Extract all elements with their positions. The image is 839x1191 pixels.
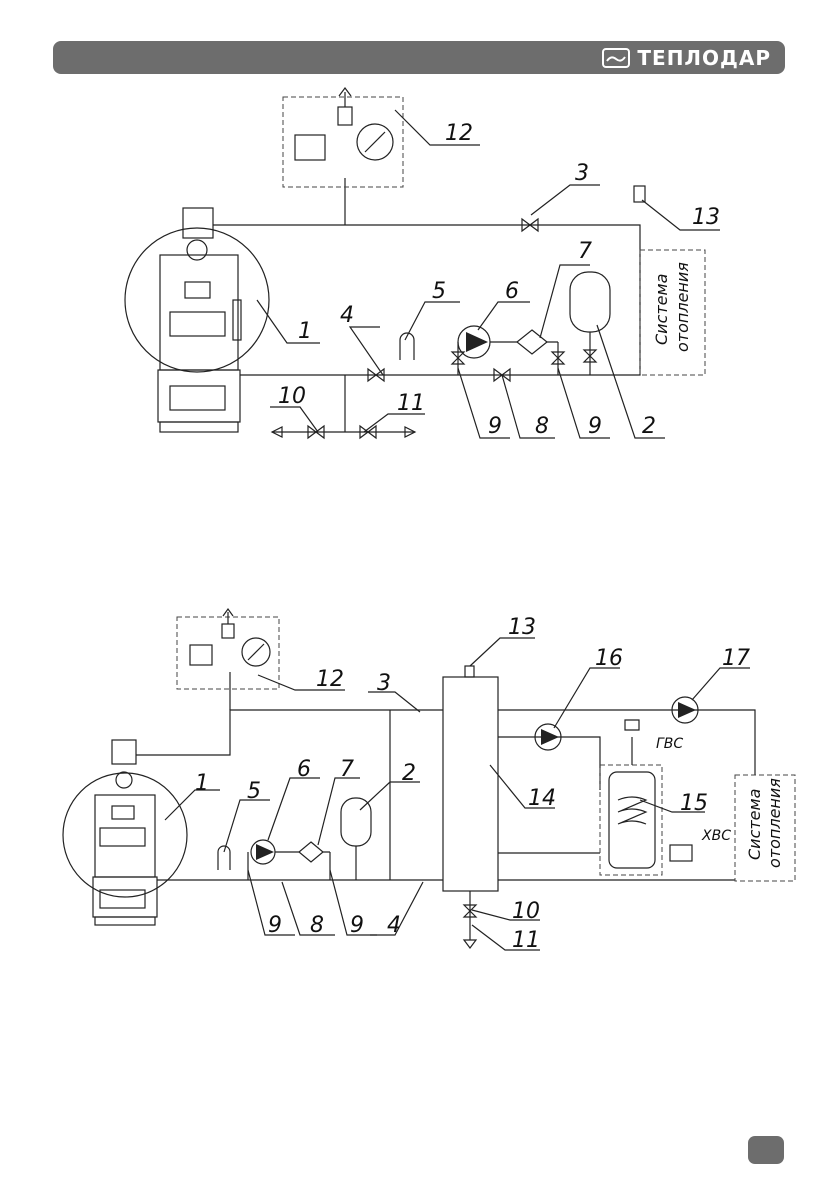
label2-14: 14	[528, 786, 556, 811]
boiler-1	[124, 207, 270, 433]
label2-11: 11	[512, 928, 540, 953]
label-7: 7	[578, 239, 592, 264]
label2-1: 1	[195, 771, 209, 796]
label2-6: 6	[297, 757, 311, 782]
label2-16: 16	[595, 646, 623, 671]
label2-13: 13	[508, 615, 536, 640]
brand-emblem-icon	[602, 47, 631, 68]
label-6: 6	[505, 279, 519, 304]
label-1: 1	[298, 319, 312, 344]
heating-system-label-1a: Система	[652, 274, 671, 345]
label-3: 3	[575, 161, 589, 186]
heating-system-label-2a: Система	[745, 789, 764, 860]
label2-12: 12	[316, 667, 344, 692]
label2-5: 5	[247, 779, 261, 804]
label-13: 13	[692, 205, 720, 230]
label2-9a: 9	[268, 913, 282, 938]
label2-9b: 9	[350, 913, 364, 938]
heating-system-label-1b: отопления	[673, 262, 692, 352]
label-8: 8	[535, 414, 549, 439]
label2-3: 3	[377, 671, 391, 696]
label-12: 12	[445, 121, 473, 146]
label2-7: 7	[340, 757, 354, 782]
label2-8: 8	[310, 913, 324, 938]
label2-10: 10	[512, 899, 540, 924]
scheme-1: Система отопления 1 2 3 4 5 6 7 8 9 9 10…	[124, 87, 720, 440]
label-2: 2	[642, 414, 656, 439]
label-11: 11	[397, 391, 425, 416]
label-9b: 9	[588, 414, 602, 439]
label2-2: 2	[402, 761, 416, 786]
page-number-badge	[748, 1136, 784, 1164]
label2-15: 15	[680, 791, 708, 816]
cold-water-label: ХВС	[701, 828, 731, 844]
scheme-2: Система отопления 1 2 3 4 5	[62, 607, 796, 953]
hot-water-label: ГВС	[656, 736, 683, 752]
label-4: 4	[340, 303, 354, 328]
label-5: 5	[432, 279, 446, 304]
label2-4: 4	[387, 913, 401, 938]
label-9a: 9	[488, 414, 502, 439]
header-bar: ТЕПЛОДАР	[53, 41, 785, 74]
label2-17: 17	[722, 646, 750, 671]
brand-name: ТЕПЛОДАР	[637, 45, 771, 70]
boiler-2	[62, 739, 188, 926]
brand-logo: ТЕПЛОДАР	[601, 45, 771, 70]
heating-system-label-2b: отопления	[765, 778, 784, 868]
label-10: 10	[278, 384, 306, 409]
